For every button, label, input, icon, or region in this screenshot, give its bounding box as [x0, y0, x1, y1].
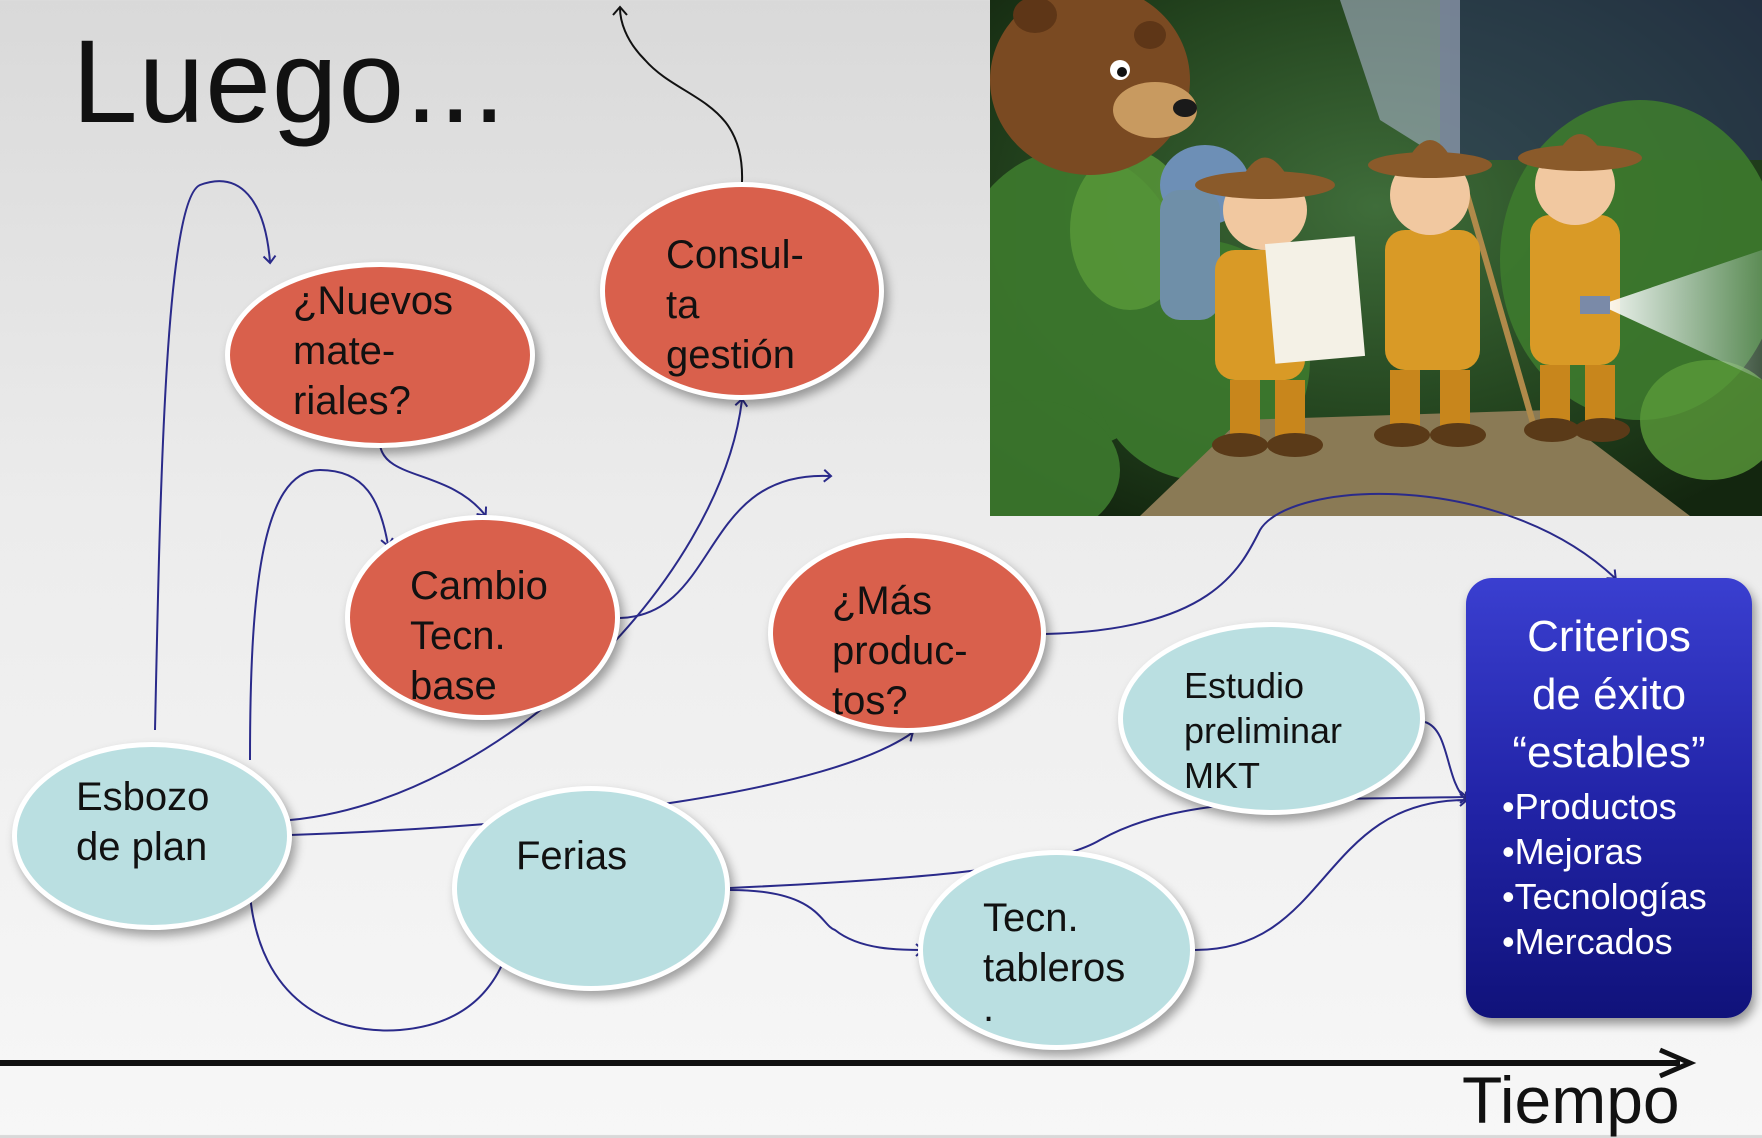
node-cambio-tecn-base — [345, 515, 620, 720]
arrow-esbozo-to-ferias — [249, 894, 510, 1032]
arrow-consulta-up — [612, 5, 744, 183]
node-nuevos-materiales — [225, 262, 535, 448]
arrow-ferias-to-tableros — [729, 889, 925, 957]
node-esbozo-plan — [12, 742, 292, 930]
node-mas-productos-label: ¿Más produc- tos? — [832, 579, 968, 723]
node-esbozo-plan-label: Esbozo de plan — [76, 775, 210, 869]
criteria-item: •Mejoras — [1502, 831, 1643, 872]
node-mas-productos — [768, 533, 1046, 733]
node-consulta-gestion — [600, 182, 884, 400]
time-axis-arrowhead — [1659, 1047, 1697, 1079]
criteria-list: •Productos •Mejoras •Tecnologías •Mercad… — [1502, 784, 1707, 964]
node-tecn-tableros-label: Tecn. tableros . — [983, 896, 1126, 1030]
criteria-box: Criterios de éxito “estables” •Productos… — [1466, 578, 1752, 1018]
arrow-tableros-to-criteria — [1194, 793, 1469, 951]
arrow-esbozo-to-cambio — [249, 468, 394, 761]
arrow-nuevos-to-cambio — [379, 444, 488, 518]
node-ferias — [452, 786, 730, 991]
criteria-item: •Tecnologías — [1502, 876, 1707, 917]
node-cambio-tecn-base-label: Cambio Tecn. base — [410, 564, 548, 708]
criteria-item: •Mercados — [1502, 921, 1673, 962]
arrow-estudio-to-criteria — [1424, 721, 1468, 802]
node-estudio-mkt-label: Estudio preliminar MKT — [1184, 665, 1343, 796]
criteria-item: •Productos — [1502, 786, 1677, 827]
node-estudio-mkt — [1118, 622, 1425, 815]
arrow-esbozo-to-nuevos — [154, 180, 277, 731]
node-nuevos-materiales-label: ¿Nuevos mate- riales? — [293, 279, 454, 423]
criteria-title: Criterios de éxito “estables” — [1512, 612, 1706, 777]
node-consulta-gestion-label: Consul- ta gestión — [666, 233, 804, 377]
time-axis-label: Tiempo — [1462, 1063, 1680, 1137]
scouts-illustration — [990, 0, 1762, 516]
arrow-esbozo-to-mas — [289, 730, 915, 836]
node-ferias-label: Ferias — [516, 834, 628, 878]
slide-title: Luego... — [72, 16, 507, 148]
arrow-mas-to-criteria — [1044, 492, 1617, 635]
arrow-cambio-to-right — [619, 469, 833, 619]
node-tecn-tableros — [918, 850, 1195, 1050]
